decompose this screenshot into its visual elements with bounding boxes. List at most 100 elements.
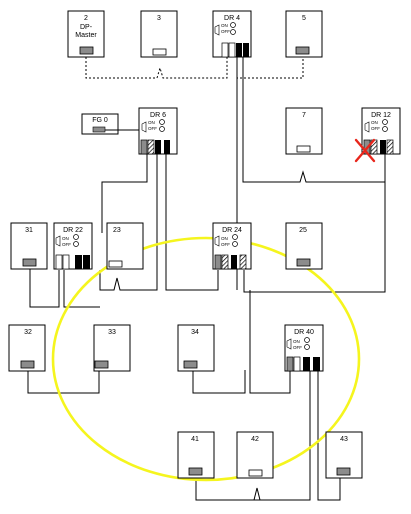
switch-dial-icon[interactable] [304,337,310,343]
switch-label: OFF [293,345,302,350]
station-label: 42 [251,436,259,443]
station-label: 33 [108,329,116,336]
station-label: FG 0 [92,117,108,124]
station-41[interactable]: 41 [177,431,215,479]
port-segment [214,254,222,270]
station-32[interactable]: 32 [8,324,46,372]
station-label: DR 12 [371,112,391,119]
bus-connector [295,46,310,55]
station-31[interactable]: 31 [10,222,48,270]
port-segment [83,255,90,269]
bus-connector [22,258,37,267]
port-segment [221,254,229,270]
station-2[interactable]: 2 DP- Master [67,10,105,58]
station-label: 5 [302,15,306,22]
station-label: 7 [302,112,306,119]
port-segment [231,255,237,269]
bus-connector [188,467,203,476]
bus-cable [27,57,386,501]
station-5[interactable]: 5 [285,10,323,58]
speaker-icon [364,121,370,133]
station-label: 41 [191,436,199,443]
bus-connector [94,360,109,369]
port-segment [147,139,155,155]
switch-dial-icon[interactable] [230,29,236,35]
speaker-icon [214,24,220,36]
repeater-dr6[interactable]: DR 6 ON OFF [138,107,178,155]
port-segment [140,139,148,155]
switch-dial-icon[interactable] [304,344,310,350]
station-label: DR 22 [63,227,83,234]
station-label: DP- [80,24,93,31]
switch-dial-icon[interactable] [382,119,388,125]
switch-label: ON [371,120,378,125]
switch-label: OFF [371,126,380,131]
switch-dial-icon[interactable] [230,22,236,28]
station-label: 25 [299,227,307,234]
highlight-ellipse [51,236,361,482]
speaker-icon [141,121,147,133]
station-label: 2 [84,15,88,22]
port-segment [243,43,249,57]
switch-dial-icon[interactable] [232,234,238,240]
station-label: DR 40 [294,329,314,336]
fault-cross-icon [354,138,376,163]
bus-connector [296,145,311,153]
station-23[interactable]: 23 [106,222,144,270]
port-segment [313,357,320,371]
station-25[interactable]: 25 [285,222,323,270]
switch-dial-icon[interactable] [159,126,165,132]
station-label: DR 6 [150,112,166,119]
port-segment [386,139,394,155]
repeater-dr40[interactable]: DR 40 ON OFF [284,324,324,372]
bus-connector [152,48,167,56]
bus-connector [79,46,94,55]
station-fg0[interactable]: FG 0 [81,113,141,142]
port-segment [286,356,294,372]
port-segment [303,357,310,371]
switch-dial-icon[interactable] [382,126,388,132]
repeater-dr24[interactable]: DR 24 ON OFF [212,222,252,270]
switch-label: OFF [221,242,230,247]
station-7[interactable]: 7 [285,107,323,155]
port-segment [221,42,229,58]
station-label: Master [75,32,97,39]
switch-label: OFF [221,29,230,34]
switch-label: OFF [148,126,157,131]
speaker-icon [286,338,292,350]
port-segment [62,254,70,270]
switch-dial-icon[interactable] [73,241,79,247]
repeater-dr4[interactable]: DR 4 ON OFF [212,10,252,58]
station-33[interactable]: 33 [93,324,131,372]
speaker-icon [55,235,61,247]
port-segment [380,140,386,154]
switch-label: OFF [62,242,71,247]
repeater-dr22[interactable]: DR 22 ON OFF [53,222,93,270]
station-42[interactable]: 42 [236,431,274,479]
bus-connector [336,467,351,476]
station-label: 34 [191,329,199,336]
switch-label: ON [148,120,155,125]
switch-label: ON [221,236,228,241]
switch-label: ON [62,236,69,241]
port-segment [155,140,161,154]
switch-dial-icon[interactable] [232,241,238,247]
port-segment [239,254,247,270]
station-label: 3 [157,15,161,22]
port-segment [236,43,242,57]
switch-label: ON [293,339,300,344]
station-3[interactable]: 3 [140,10,178,58]
bus-connector [20,360,35,369]
switch-dial-icon[interactable] [73,234,79,240]
station-34[interactable]: 34 [177,324,215,372]
bus-connector [92,126,106,133]
station-label: 32 [24,329,32,336]
port-segment [55,254,63,270]
port-segment [293,356,301,372]
switch-dial-icon[interactable] [159,119,165,125]
station-43[interactable]: 43 [325,431,363,479]
bus-connector [296,258,311,267]
bus-connector [248,469,263,477]
speaker-icon [214,235,220,247]
